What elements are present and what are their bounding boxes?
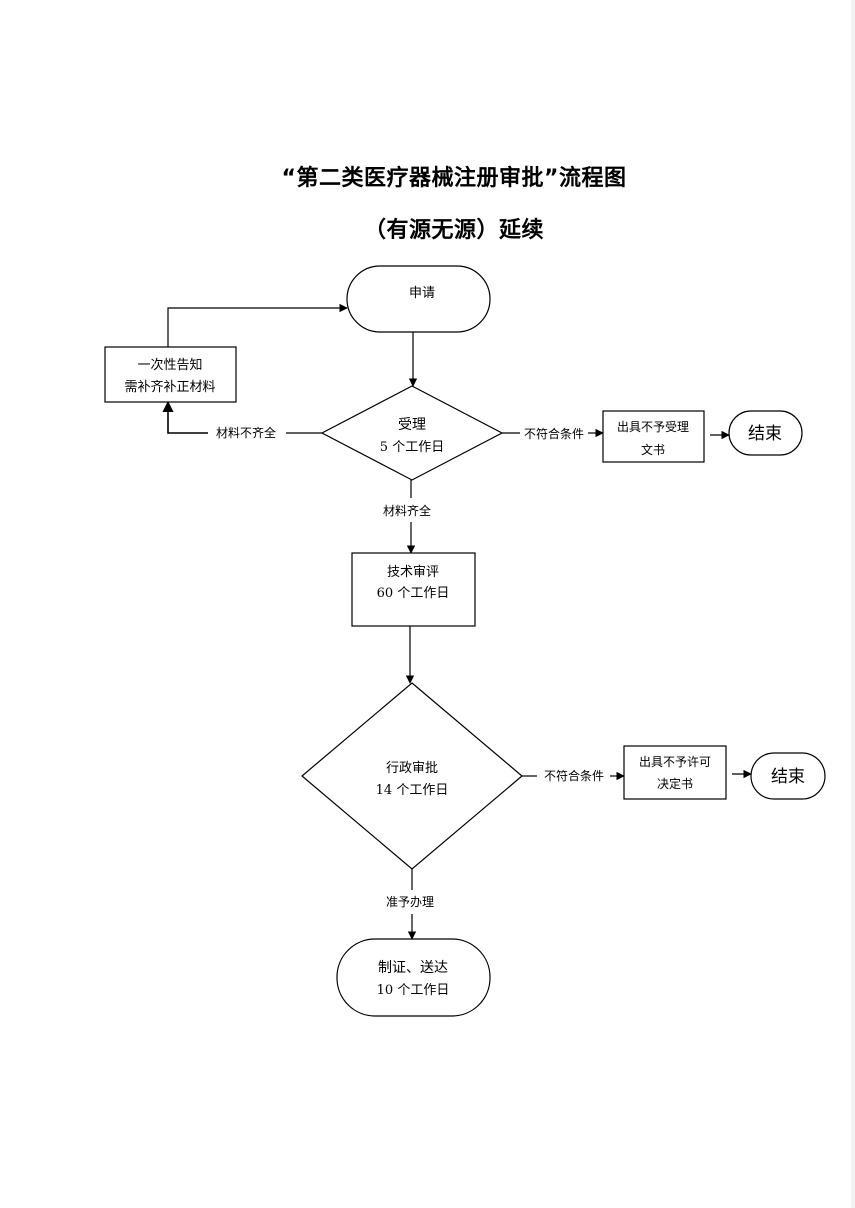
apply-node — [346, 265, 491, 333]
approve-label-1: 行政审批 — [386, 761, 438, 776]
edge-accept-incomplete-b — [162, 400, 208, 434]
review-node — [351, 552, 476, 627]
edge-label-complete: 材料齐全 — [383, 503, 431, 518]
deliver-label-2: 10 个工作日 — [377, 983, 450, 998]
edge-notice-apply — [167, 303, 348, 347]
deliver-label-1: 制证、送达 — [378, 960, 448, 976]
review-label-1: 技术审评 — [387, 565, 439, 580]
page-edge — [851, 0, 855, 1208]
approve-node — [301, 682, 523, 870]
end2-label: 结束 — [771, 767, 805, 787]
flowchart-subtitle: （有源无源）延续 — [363, 218, 544, 243]
edge-label-nonconform-2: 不符合条件 — [544, 768, 604, 783]
edge-label-nonconform-1: 不符合条件 — [524, 426, 584, 441]
notice-node — [104, 346, 237, 403]
accept-label-2: 5 个工作日 — [380, 440, 444, 455]
reject-accept-label-1: 出具不予受理 — [617, 420, 689, 434]
accept-label-1: 受理 — [398, 417, 426, 433]
edge-label-grant: 准予办理 — [386, 894, 434, 909]
reject-permit-label-1: 出具不予许可 — [639, 755, 711, 769]
apply-label: 申请 — [409, 286, 435, 301]
reject-permit-node — [623, 745, 727, 800]
edge-label-incomplete: 材料不齐全 — [216, 425, 276, 440]
end2-node — [750, 752, 826, 800]
deliver-node — [336, 938, 491, 1017]
flowchart-title: “第二类医疗器械注册审批”流程图 — [281, 166, 627, 191]
accept-node — [320, 385, 504, 481]
reject-accept-label-2: 文书 — [641, 442, 665, 457]
end1-node — [728, 410, 803, 456]
review-label-2: 60 个工作日 — [377, 586, 450, 601]
end1-label: 结束 — [748, 424, 782, 444]
notice-label-2: 需补齐补正材料 — [124, 379, 215, 395]
notice-label-1: 一次性告知 — [137, 357, 202, 373]
reject-accept-node — [602, 410, 705, 463]
reject-permit-label-2: 决定书 — [657, 776, 693, 791]
approve-label-2: 14 个工作日 — [376, 783, 449, 798]
